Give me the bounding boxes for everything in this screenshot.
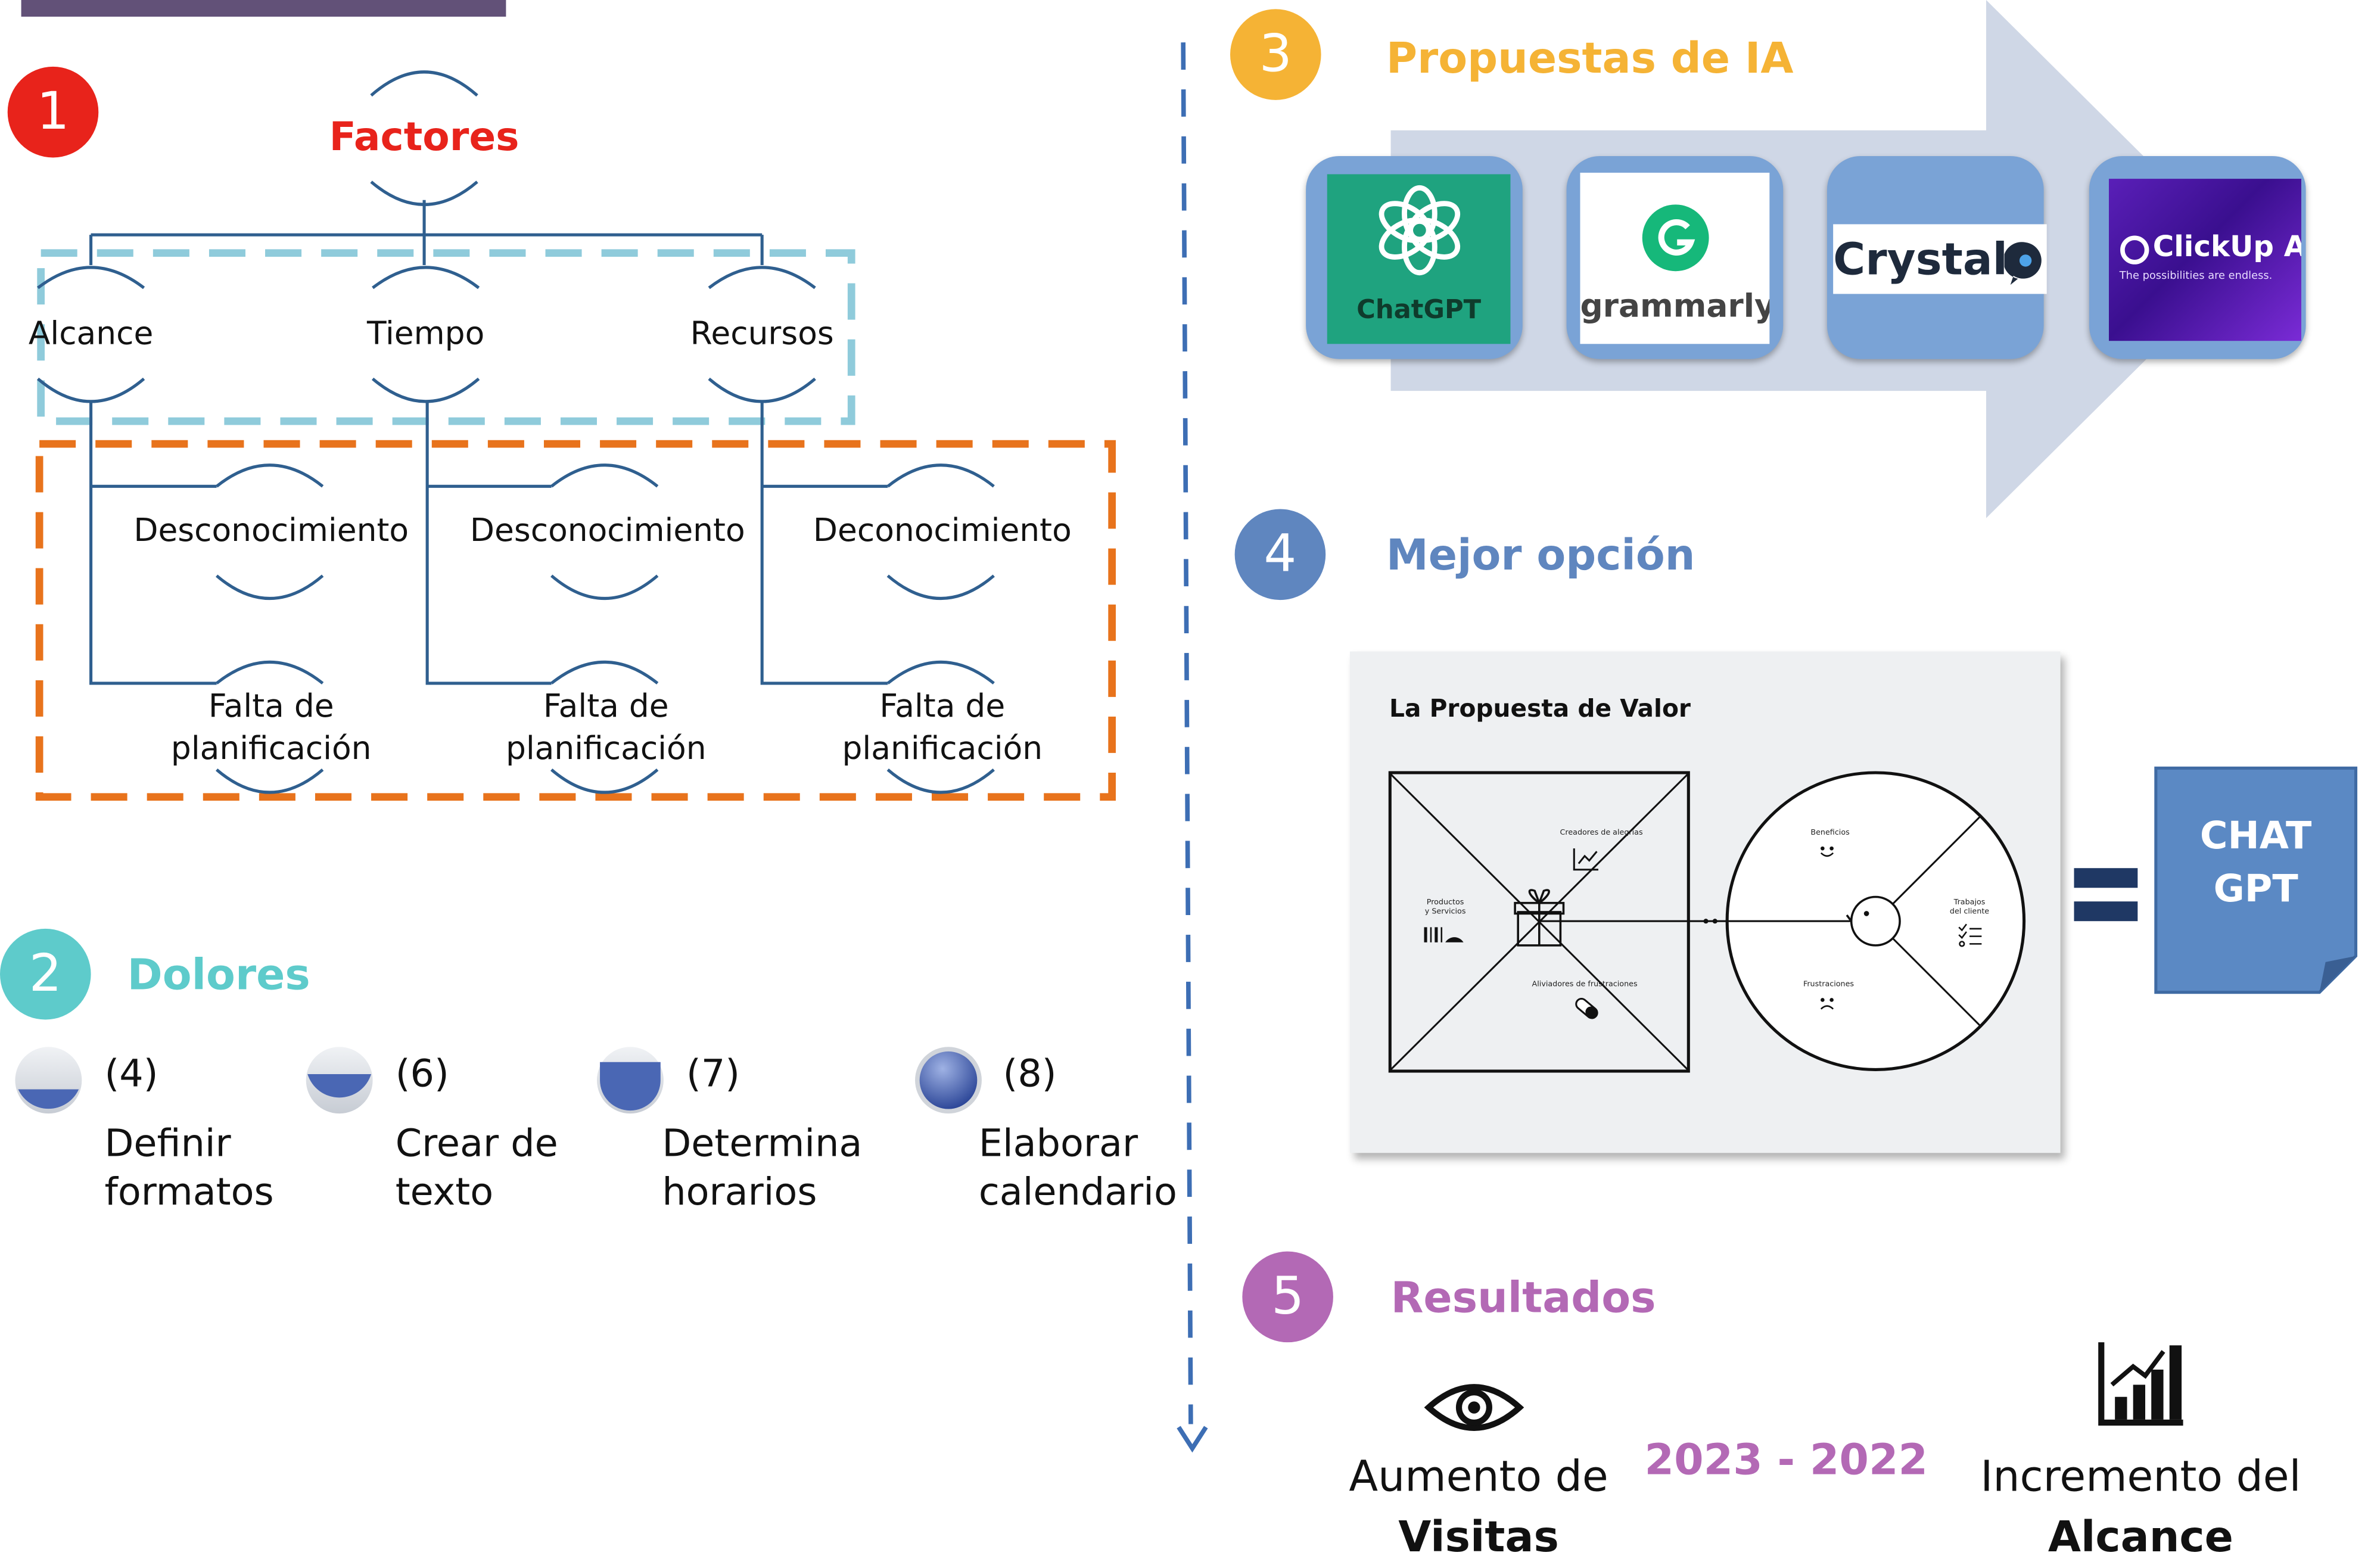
pill-icon — [1575, 997, 1598, 1019]
clickup-mark-icon — [2120, 235, 2149, 265]
planning-3: Falta de planificación — [842, 685, 1043, 769]
factors-tree — [35, 70, 1116, 801]
factors-root: Factores — [329, 115, 519, 161]
causes-group-box — [35, 440, 1116, 801]
customer-face-icon — [1846, 895, 1901, 947]
canvas-title: La Propuesta de Valor — [1389, 693, 1691, 723]
cause-3: Deconocimiento — [813, 512, 1072, 549]
cause-1: Desconocimiento — [133, 512, 409, 549]
grammarly-name: grammarly — [1580, 288, 1770, 325]
factor-tiempo: Tiempo — [366, 315, 485, 351]
visits-line1: Aumento de — [1349, 1451, 1608, 1502]
best-option-title: Mejor opción — [1386, 530, 1695, 581]
label-pains: Frustraciones — [1803, 980, 1855, 990]
step-4-badge: 4 — [1234, 509, 1326, 601]
step-2-badge: 2 — [0, 928, 91, 1020]
chatgpt-name: ChatGPT — [1356, 295, 1482, 326]
value-proposition-diagram — [1388, 771, 2026, 1073]
grammarly-logo: grammarly — [1580, 172, 1770, 344]
label-products-1: Productos — [1426, 898, 1464, 908]
pain-2-line2: texto — [395, 1169, 494, 1214]
eye-icon — [1424, 1384, 1524, 1431]
label-jobs-2: del cliente — [1949, 907, 1990, 917]
clickup-tagline: The possibilities are endless. — [2119, 269, 2273, 282]
pain-2-count: (6) — [395, 1051, 449, 1096]
chatgpt-result-note — [2154, 766, 2358, 994]
harvey-ball-4-icon — [915, 1047, 982, 1114]
pains-title: Dolores — [127, 950, 310, 1000]
step-5-badge: 5 — [1242, 1251, 1333, 1343]
pain-2-line1: Crear de — [395, 1121, 558, 1165]
pain-4-line1: Elaborar — [978, 1121, 1138, 1165]
crystal-bubble-icon — [2004, 242, 2042, 285]
products-icon — [1424, 927, 1464, 942]
pain-1-line2: formatos — [104, 1169, 274, 1214]
gift-icon — [1514, 889, 1565, 947]
bar-chart-growth-icon — [2098, 1342, 2183, 1426]
cause-2: Desconocimiento — [469, 512, 745, 549]
factors-group-box — [37, 249, 855, 425]
grammarly-g-icon — [1642, 204, 1709, 272]
crystal-name: Crystal — [1833, 233, 2008, 285]
pain-3-line2: horarios — [662, 1169, 817, 1214]
harvey-ball-3-icon — [596, 1047, 664, 1114]
pain-1-line1: Definir — [104, 1121, 231, 1165]
chatgpt-result-label: CHAT GPT — [2153, 809, 2359, 915]
reach-line2: Alcance — [2048, 1512, 2233, 1562]
label-jobs-1: Trabajos — [1953, 898, 1986, 908]
pain-1-count: (4) — [104, 1051, 158, 1096]
proposals-title: Propuestas de IA — [1386, 33, 1794, 83]
proposals-arrow — [1390, 0, 2182, 518]
planning-2-line1: Falta de — [543, 687, 669, 724]
planning-2: Falta de planificación — [506, 685, 707, 769]
pain-3-line1: Determina — [662, 1121, 863, 1165]
equals-sign-lower — [2074, 901, 2138, 922]
planning-2-line2: planificación — [505, 730, 707, 767]
chatgpt-result-line1: CHAT — [2199, 813, 2312, 858]
openai-knot-icon — [1379, 185, 1461, 276]
clickup-logo: ClickUp AI The possibilities are endless… — [2108, 179, 2301, 341]
planning-3-line2: planificación — [842, 730, 1043, 767]
clickup-name: ClickUp AI — [2152, 230, 2301, 264]
label-creators: Creadores de alegrías — [1560, 829, 1643, 838]
step-3-badge: 3 — [1230, 9, 1321, 100]
label-products-2: y Servicios — [1424, 907, 1466, 917]
equals-sign — [2074, 868, 2138, 888]
factor-alcance: Alcance — [28, 315, 154, 351]
checklist-icon — [1958, 923, 1982, 947]
visits-line2: Visitas — [1398, 1512, 1559, 1562]
reach-line1: Incremento del — [1980, 1451, 2301, 1502]
results-title: Resultados — [1390, 1273, 1656, 1323]
frown-icon — [1820, 998, 1834, 1010]
harvey-ball-2-icon — [306, 1047, 373, 1114]
timeline-divider — [1177, 42, 1208, 1453]
chatgpt-result-line2: GPT — [2213, 866, 2298, 911]
step-1-badge: 1 — [7, 66, 99, 158]
chatgpt-logo: ChatGPT — [1327, 174, 1511, 344]
top-banner — [21, 0, 506, 17]
visits-label: Aumento de Visitas — [1349, 1447, 1608, 1568]
crystal-logo: Crystal — [1833, 224, 2047, 294]
pain-4-line2: calendario — [978, 1169, 1177, 1214]
planning-1-line2: planificación — [170, 730, 372, 767]
label-relievers: Aliviadores de frustraciones — [1532, 980, 1638, 990]
planning-1: Falta de planificación — [171, 685, 372, 769]
harvey-ball-1-icon — [15, 1047, 82, 1114]
years-label: 2023 - 2022 — [1644, 1435, 1928, 1485]
label-gains: Beneficios — [1810, 829, 1850, 838]
factor-recursos: Recursos — [690, 315, 834, 351]
planning-1-line1: Falta de — [208, 687, 334, 724]
planning-3-line1: Falta de — [879, 687, 1006, 724]
smile-icon — [1820, 846, 1834, 857]
pain-3-count: (7) — [686, 1051, 740, 1096]
chart-up-icon — [1573, 848, 1598, 871]
pain-4-count: (8) — [1003, 1051, 1057, 1096]
